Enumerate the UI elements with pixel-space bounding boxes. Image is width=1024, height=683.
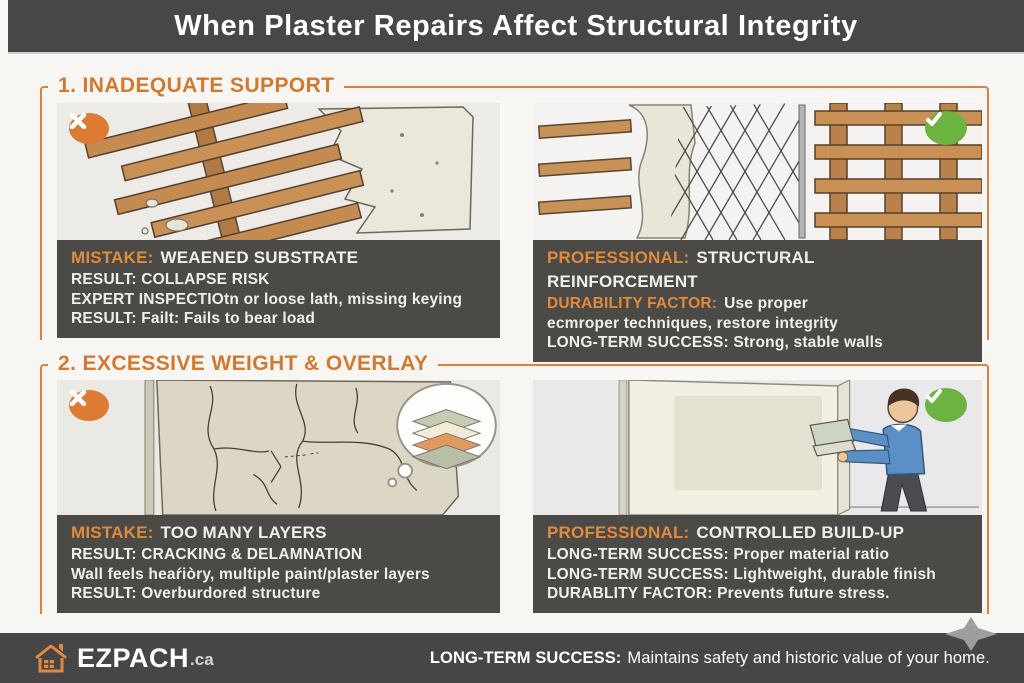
mistake-caption-2: MISTAKE:TOO MANY LAYERS RESULT: CRACKING… — [57, 515, 500, 613]
caption-line: DURABILITY FACTOR:Use proper — [547, 295, 808, 312]
cracked-wall-drawing — [144, 380, 497, 515]
worker-illustration — [533, 380, 982, 515]
professional-caption-2: PROFESSIONAL:CONTROLLED BUILD-UP LONG-TE… — [533, 515, 982, 613]
caption-line: MISTAKE:WEAENED SUBSTRATE — [71, 248, 359, 267]
caption-line: RESULT: COLLAPSE RISK — [71, 271, 270, 288]
caption-line: LONG-TERM SUCCESS: Strong, stable walls — [547, 334, 883, 351]
footer-tagline-label: LONG-TERM SUCCESS: — [429, 648, 622, 667]
brand-suffix: .ca — [190, 649, 214, 669]
caption-line: RESULT: CRACKING & DELAMNATION — [71, 546, 363, 563]
mistake-caption-1: MISTAKE:WEAENED SUBSTRATE RESULT: COLLAP… — [57, 240, 500, 338]
section-2-heading: 2. EXCESSIVE WEIGHT & OVERLAY — [48, 352, 439, 376]
section-1-frame — [40, 86, 989, 340]
caption-line: ecmroper techniques, restore integrity — [547, 314, 838, 332]
check-icon — [925, 111, 967, 145]
diamond-icon — [945, 617, 997, 651]
caption-line: RESULT: Overburdored structure — [71, 585, 321, 602]
broken-lath-illustration — [57, 103, 500, 240]
caption-line: LONG-TERM SUCCESS: Proper material ratio — [547, 546, 890, 563]
layers-thought-bubble — [387, 382, 497, 488]
worker-figure — [809, 388, 928, 512]
footer-bar: EZPACH .ca LONG-TERM SUCCESS: Maintains s… — [0, 617, 1024, 683]
professional-panel-1: PROFESSIONAL:STRUCTURAL REINFORCEMENT DU… — [533, 103, 982, 362]
caption-line: DURABLITY FACTOR: Prevents future stress… — [547, 585, 890, 602]
mesh-reinforced-lath-drawing — [537, 103, 982, 240]
caption-line: PROFESSIONAL:STRUCTURAL REINFORCEMENT — [547, 248, 815, 291]
worker-applying-plaster-drawing — [618, 380, 979, 515]
cracked-wall-illustration — [57, 380, 500, 515]
mesh-reinforcement-illustration — [533, 103, 982, 240]
check-icon — [925, 388, 967, 422]
cross-icon — [69, 113, 109, 144]
caption-line: LONG-TERM SUCCESS: Lightweight, durable … — [547, 565, 936, 583]
section-2-frame — [40, 364, 989, 614]
page-title: When Plaster Repairs Affect Structural I… — [174, 9, 858, 42]
caption-line: PROFESSIONAL:CONTROLLED BUILD-UP — [547, 523, 905, 542]
caption-line: MISTAKE:TOO MANY LAYERS — [71, 523, 327, 542]
mistake-panel-2: MISTAKE:TOO MANY LAYERS RESULT: CRACKING… — [57, 380, 500, 613]
footer-tagline-text: Maintains safety and historic value of y… — [627, 648, 990, 667]
caption-line: EXPERT INSPECTIOtn or loose lath, missin… — [71, 290, 463, 308]
caption-line: RESULT: Failt: Fails to bear load — [71, 310, 316, 327]
professional-panel-2: PROFESSIONAL:CONTROLLED BUILD-UP LONG-TE… — [533, 380, 982, 613]
title-bar: When Plaster Repairs Affect Structural I… — [8, 0, 1024, 54]
caption-line: Wall feels heaŕiòry, multiple paint/plas… — [71, 565, 430, 583]
broken-lath-wall-drawing — [84, 103, 474, 240]
professional-caption-1: PROFESSIONAL:STRUCTURAL REINFORCEMENT DU… — [533, 240, 982, 362]
brand-name: EZPACH — [77, 642, 190, 673]
section-1-heading: 1. INADEQUATE SUPPORT — [48, 74, 345, 98]
footer-tagline: LONG-TERM SUCCESS: Maintains safety and h… — [430, 649, 990, 668]
cross-icon — [69, 390, 109, 421]
brand-logo: EZPACH .ca — [34, 643, 214, 674]
house-icon — [35, 644, 67, 673]
mistake-panel-1: MISTAKE:WEAENED SUBSTRATE RESULT: COLLAP… — [57, 103, 500, 338]
